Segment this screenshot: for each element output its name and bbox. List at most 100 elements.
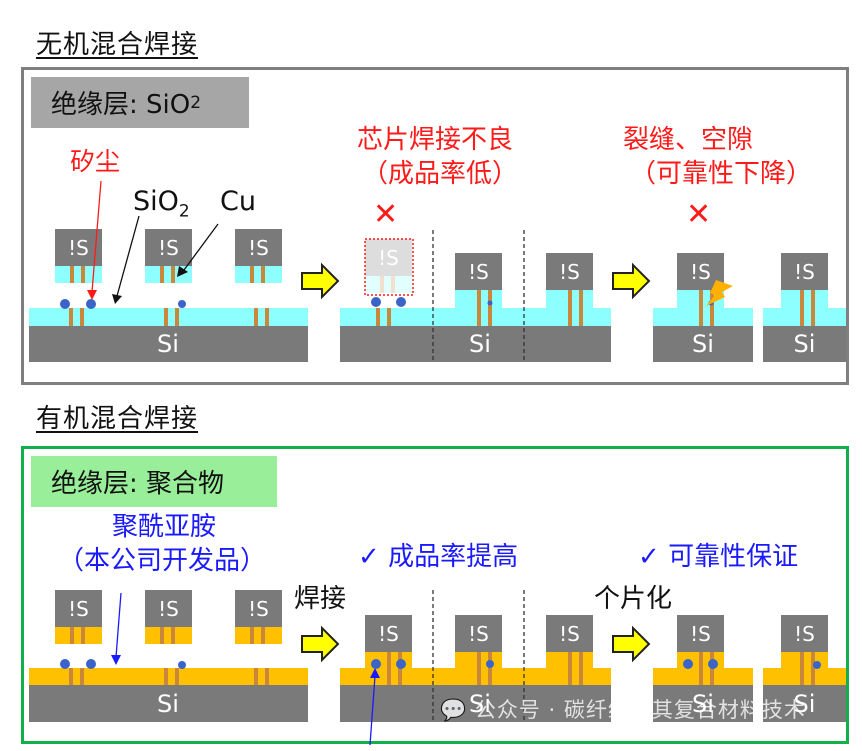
polyimide-label: 聚酰亚胺 bbox=[112, 512, 217, 542]
chip-silicon bbox=[781, 253, 828, 290]
copper-via bbox=[69, 668, 73, 685]
copper-pad bbox=[160, 627, 164, 644]
silicon-substrate bbox=[763, 326, 846, 362]
silicon-substrate bbox=[29, 685, 308, 722]
dust-label: 矽尘 bbox=[70, 147, 121, 176]
copper-via bbox=[488, 290, 492, 326]
failure-reliability-label: （可靠性下降） bbox=[630, 159, 813, 189]
particle bbox=[813, 661, 821, 669]
particle-pointer-head bbox=[370, 668, 380, 678]
sio2-layer bbox=[340, 308, 611, 326]
chip-label: !S bbox=[559, 260, 580, 284]
substrate-label: Si bbox=[692, 330, 714, 358]
copper-via bbox=[579, 290, 583, 326]
dust-pointer bbox=[91, 180, 102, 293]
particle-pointer bbox=[369, 675, 376, 746]
copper-via bbox=[568, 652, 572, 685]
copper-pad bbox=[171, 266, 175, 283]
chip-label: !S bbox=[248, 236, 269, 260]
chip-label: !S bbox=[794, 622, 815, 646]
chip-label: !S bbox=[68, 236, 89, 260]
sio2-layer bbox=[763, 308, 846, 326]
copper-via bbox=[811, 652, 815, 685]
sio2-pointer bbox=[116, 215, 140, 297]
chip-label: !S bbox=[68, 597, 89, 621]
particle bbox=[86, 659, 96, 669]
copper-via bbox=[811, 290, 815, 326]
copper-via bbox=[80, 668, 84, 685]
copper-pad bbox=[261, 627, 265, 644]
insulator-tag-text: 绝缘层: 聚合物 bbox=[51, 469, 225, 499]
chip-die: !S bbox=[235, 590, 282, 644]
sio2-label-subscript: 2 bbox=[178, 201, 190, 222]
cu-pointer-head bbox=[177, 266, 188, 277]
copper-via bbox=[265, 668, 269, 685]
copper-via bbox=[69, 308, 73, 326]
substrate-label: Si bbox=[469, 330, 491, 358]
organic-panel bbox=[21, 446, 849, 744]
substrate-label: Si bbox=[157, 690, 179, 718]
chip-silicon bbox=[145, 590, 192, 627]
copper-pad bbox=[250, 266, 254, 283]
chip-label: !S bbox=[248, 597, 269, 621]
particle bbox=[396, 659, 406, 669]
chip-silicon bbox=[145, 229, 192, 266]
polyimide-company-label: （本公司开发品） bbox=[58, 546, 267, 576]
step-bond-label: 焊接 bbox=[294, 584, 347, 614]
step-singulate-label: 个片化 bbox=[594, 584, 673, 614]
chip-bond-layer bbox=[55, 266, 102, 283]
chip-label: !S bbox=[158, 236, 179, 260]
chip-die: !S bbox=[365, 239, 412, 293]
process-arrow bbox=[301, 625, 340, 663]
chip-bond-layer bbox=[55, 627, 102, 644]
copper-via bbox=[80, 308, 84, 326]
copper-pad bbox=[81, 266, 85, 283]
chip-label: !S bbox=[378, 622, 399, 646]
chip-silicon bbox=[235, 590, 282, 627]
silicon-substrate bbox=[340, 326, 611, 362]
copper-via bbox=[699, 652, 703, 685]
chip-label: !S bbox=[794, 260, 815, 284]
chip-silicon bbox=[677, 615, 724, 652]
cu-label: Cu bbox=[220, 186, 256, 217]
failure-crack-label: 裂缝、空隙 bbox=[623, 125, 754, 155]
failed-chip-outline bbox=[364, 238, 414, 296]
chip-label: !S bbox=[559, 622, 580, 646]
copper-via bbox=[710, 290, 714, 326]
silicon-substrate bbox=[653, 326, 753, 362]
chip-silicon bbox=[546, 253, 593, 290]
insulator-tag-polymer: 绝缘层: 聚合物 bbox=[31, 456, 277, 507]
benefit-yield: ✓ 成品率提高 bbox=[358, 542, 518, 573]
polyimide-pointer bbox=[115, 592, 122, 658]
particle bbox=[60, 659, 70, 669]
benefit-reliability: ✓ 可靠性保证 bbox=[638, 542, 798, 573]
particle bbox=[487, 300, 493, 306]
copper-via bbox=[488, 652, 492, 685]
copper-via bbox=[699, 290, 703, 326]
copper-via bbox=[568, 290, 572, 326]
chip-silicon bbox=[365, 615, 412, 652]
copper-via bbox=[800, 652, 804, 685]
polymer-layer bbox=[340, 668, 611, 685]
chip-bond-layer bbox=[365, 276, 412, 293]
chip-die: !S bbox=[55, 590, 102, 644]
failure-yield-label: （成品率低） bbox=[362, 159, 519, 189]
chip-label: !S bbox=[468, 260, 489, 284]
sio2-pointer-head bbox=[112, 294, 122, 304]
check-icon: ✓ bbox=[358, 542, 380, 572]
copper-pad bbox=[70, 266, 74, 283]
copper-via bbox=[175, 308, 179, 326]
chip-label: !S bbox=[378, 246, 399, 270]
chip-bond-layer bbox=[235, 266, 282, 283]
sio2-label: SiO2 bbox=[133, 186, 190, 222]
fail-x-mark-2: ✕ bbox=[686, 197, 712, 232]
chip-label: !S bbox=[690, 622, 711, 646]
copper-via bbox=[579, 652, 583, 685]
particle bbox=[60, 299, 70, 309]
silicon-substrate bbox=[653, 685, 753, 722]
particle bbox=[178, 300, 186, 308]
silicon-substrate bbox=[340, 685, 611, 722]
particle bbox=[396, 297, 406, 307]
copper-via bbox=[387, 308, 391, 326]
